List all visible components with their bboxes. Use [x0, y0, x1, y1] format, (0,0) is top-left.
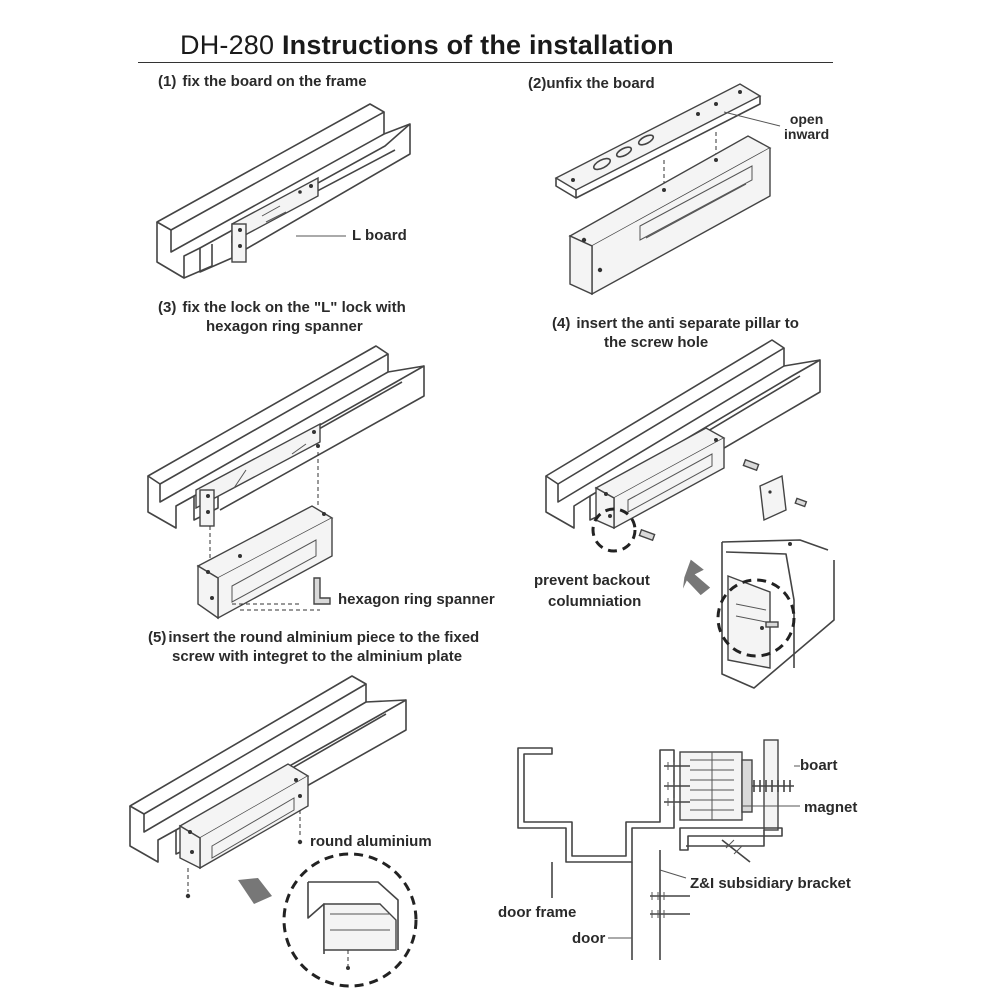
step-3-label: (3)fix the lock on the "L" lock with hex… [158, 299, 406, 335]
label-boart: boart [800, 757, 838, 774]
title-rule [138, 62, 833, 63]
callout-round-aluminium: round aluminium [310, 833, 432, 850]
label-magnet: magnet [804, 799, 858, 816]
step-2-label: (2)unfix the board [528, 75, 655, 92]
model-number: DH-280 [180, 30, 275, 60]
callout-l-board: L board [352, 227, 407, 244]
label-door-frame: door frame [498, 904, 577, 921]
step-2-illustration [554, 83, 781, 296]
page-title: DH-280 Instructions of the installation [180, 30, 674, 61]
step-4-label: (4)insert the anti separate pillar to th… [552, 315, 799, 351]
step-5-illustration [129, 675, 418, 988]
title-text: Instructions of the installation [281, 30, 674, 60]
step-1-label: (1)fix the board on the frame [158, 73, 367, 90]
step-3-illustration [147, 345, 425, 620]
label-bracket: Z&I subsidiary bracket [690, 875, 851, 892]
step-5-label: (5)insert the round alminium piece to th… [148, 629, 480, 665]
step-4-illustration [545, 339, 835, 689]
callout-hexagon-spanner: hexagon ring spanner [338, 591, 495, 608]
step-1-illustration [156, 103, 411, 279]
door-section-diagram [517, 739, 800, 960]
label-door: door [572, 930, 606, 947]
